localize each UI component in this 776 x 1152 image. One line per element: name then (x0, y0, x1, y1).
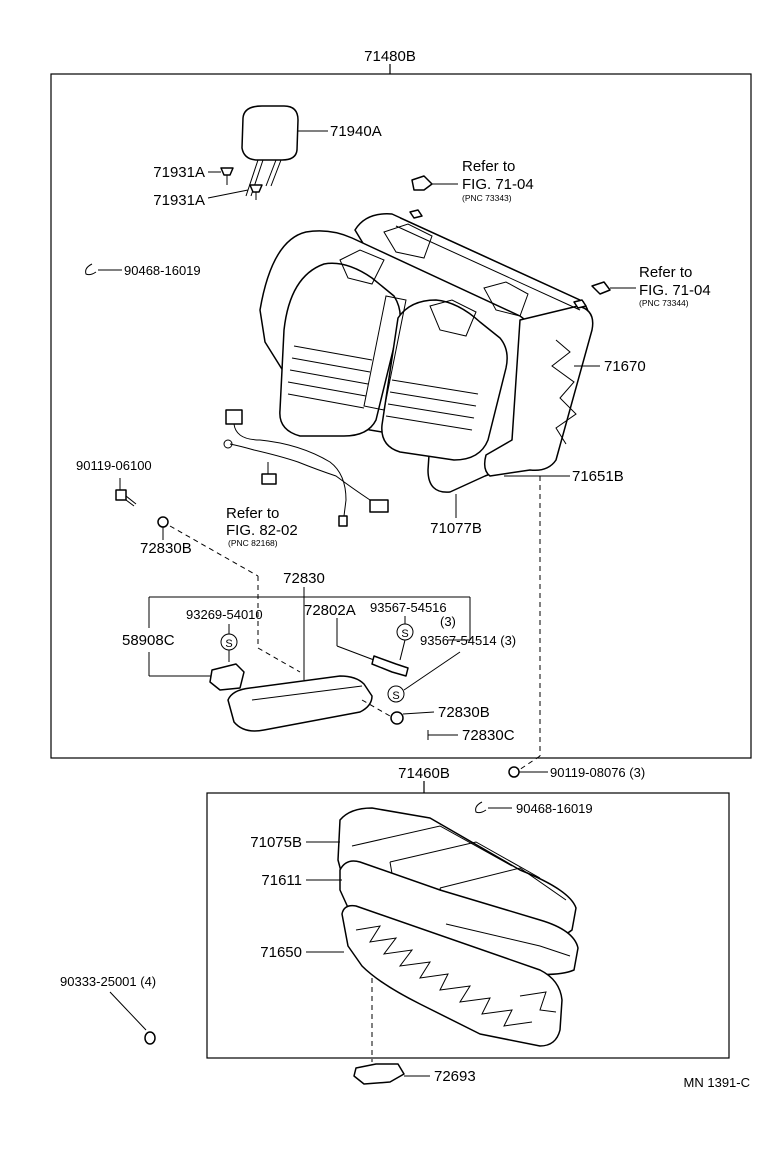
armrest-bracket (148, 587, 471, 680)
label-hog-ring-back: 90468-16019 (124, 263, 201, 278)
label-refer-2-pnc: (PNC 73344) (639, 298, 689, 308)
cover-arm-part (371, 655, 409, 677)
lock-hook-part (353, 1063, 405, 1085)
label-cushion-pad: 71611 (261, 872, 302, 889)
nut-part (157, 516, 169, 528)
seatback-part (259, 213, 594, 493)
label-refer-2-line2: FIG. 71-04 (639, 282, 711, 299)
label-plug: 90333-25001 (4) (60, 974, 156, 989)
pin-part (427, 730, 458, 740)
label-hog-ring-cushion: 90468-16019 (516, 801, 593, 816)
clip-part (591, 281, 611, 295)
label-cushion-cover: 71075B (250, 834, 302, 851)
label-refer-2-line1: Refer to (639, 264, 692, 281)
label-guide-1: 71931A (153, 164, 205, 181)
headrest-part (241, 105, 299, 197)
label-refer-3-line1: Refer to (226, 505, 279, 522)
wire-harness-part (223, 409, 389, 527)
label-lock-hook: 72693 (434, 1068, 476, 1085)
screw-s-icon: S (396, 623, 414, 641)
back-assembly-frame (50, 73, 752, 759)
label-refer-3-line2: FIG. 82-02 (226, 522, 298, 539)
clip-part (411, 175, 433, 191)
cup-holder-part (209, 663, 245, 691)
label-refer-1-line1: Refer to (462, 158, 515, 175)
diagram-code: MN 1391-C (684, 1075, 750, 1090)
s-marker-text: S (392, 690, 399, 702)
label-screw-s2: 93567-54516 (370, 600, 447, 615)
hog-ring-icon (475, 801, 487, 814)
label-refer-1-line2: FIG. 71-04 (462, 176, 534, 193)
label-refer-1-pnc: (PNC 73343) (462, 193, 512, 203)
label-nut-b: 72830B (438, 704, 490, 721)
hog-ring-icon (85, 263, 97, 276)
label-back-assembly: 71480B (364, 48, 416, 65)
label-bolt-cushion: 90119-08076 (3) (550, 765, 645, 780)
cushion-assembly-frame (206, 792, 730, 1059)
label-cup-holder: 58908C (122, 632, 175, 649)
bolt-part (508, 766, 530, 778)
label-refer-3-pnc: (PNC 82168) (228, 538, 278, 548)
s-marker-text: S (401, 628, 408, 640)
label-headrest: 71940A (330, 123, 382, 140)
nut-part (390, 711, 404, 725)
label-back-frame: 71670 (604, 358, 646, 375)
cushion-part (337, 807, 579, 1047)
headrest-guide-part (220, 167, 263, 200)
bolt-part (115, 489, 137, 507)
s-marker-text: S (225, 638, 232, 650)
label-cushion-frame: 71650 (260, 944, 302, 961)
label-guide-2: 71931A (153, 192, 205, 209)
label-screw-s2-qty: (3) (440, 614, 456, 629)
label-cushion-assembly: 71460B (398, 765, 450, 782)
label-bolt-back: 90119-06100 (76, 458, 152, 473)
label-screw-s3: 93567-54514 (3) (420, 633, 516, 648)
label-cover-arm: 72802A (304, 602, 356, 619)
label-back-cover: 71077B (430, 520, 482, 537)
label-nut-a: 72830B (140, 540, 192, 557)
label-armrest-assembly: 72830 (283, 570, 325, 587)
armrest-part (227, 675, 373, 732)
label-back-pad: 71651B (572, 468, 624, 485)
plug-part (144, 1031, 156, 1045)
screw-s-icon: S (387, 685, 405, 703)
label-pin: 72830C (462, 727, 515, 744)
screw-s-icon: S (220, 633, 238, 651)
label-screw-s1: 93269-54010 (186, 607, 263, 622)
